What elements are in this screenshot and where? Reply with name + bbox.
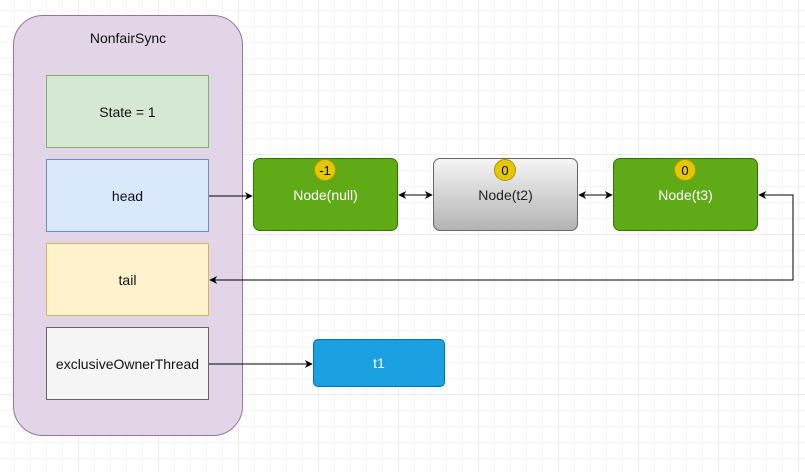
node-null-wait-status-badge: -1 <box>314 159 336 181</box>
node-t2-wait-status-badge: 0 <box>494 159 516 181</box>
state-field: State = 1 <box>46 75 209 148</box>
exclusive-owner-thread-field: exclusiveOwnerThread <box>46 327 209 400</box>
tail-field: tail <box>46 243 209 316</box>
head-field: head <box>46 159 209 232</box>
container-title: NonfairSync <box>89 30 167 46</box>
node-t3-wait-status-badge: 0 <box>674 159 696 181</box>
tail-to-node-t3-arrow <box>209 191 794 284</box>
thread-t1: t1 <box>313 339 445 387</box>
